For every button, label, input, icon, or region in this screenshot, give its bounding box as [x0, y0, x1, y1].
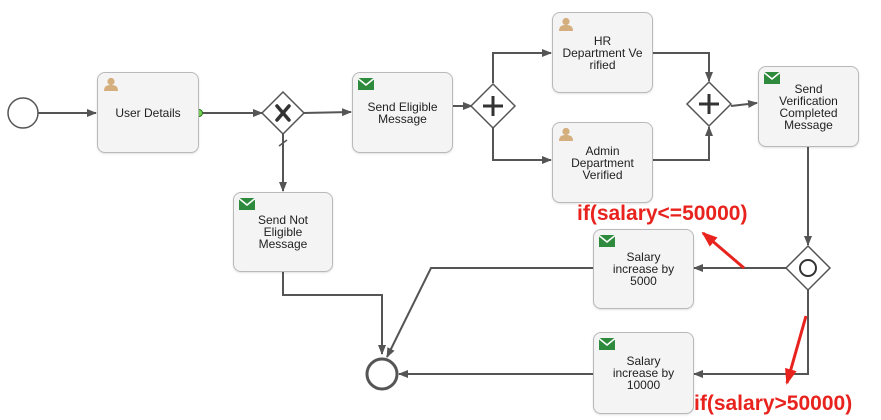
flow-join-to-send-verification[interactable] [730, 100, 758, 109]
circle-icon [799, 259, 817, 277]
user-icon [104, 77, 118, 91]
task-label: Send Verification Completed Message [779, 81, 838, 132]
annotation-arrow-high [785, 315, 808, 385]
flow-salary-gateway-to-10000[interactable] [693, 289, 809, 378]
flow-not-eligible-to-end[interactable] [282, 272, 386, 355]
default-flow-marker [278, 139, 288, 147]
task-send-not-eligible-message[interactable]: Send Not Eligible Message [233, 192, 333, 272]
task-user-details[interactable]: User Details [97, 72, 199, 153]
flow-gateway-to-send-eligible[interactable] [302, 108, 352, 117]
flow-split-to-admin[interactable] [492, 127, 552, 164]
task-label: Salary increase by 5000 [612, 250, 675, 288]
envelope-icon [764, 71, 780, 84]
flow-hr-to-join[interactable] [653, 52, 713, 82]
start-event[interactable] [7, 97, 39, 129]
flow-split-to-hr[interactable] [492, 49, 552, 83]
end-event[interactable] [365, 357, 399, 391]
task-hr-department-verified[interactable]: HR Department Ve rified [552, 12, 653, 93]
plus-icon [699, 94, 719, 114]
x-icon [275, 104, 291, 122]
task-label: Send Not Eligible Message [257, 213, 309, 251]
task-label: User Details [115, 105, 181, 120]
task-label: HR Department Ve rified [562, 33, 643, 72]
annotation-arrow-low [701, 231, 745, 270]
task-label: Admin Department Verified [571, 143, 634, 182]
task-send-verification-completed[interactable]: Send Verification Completed Message [758, 66, 859, 147]
envelope-icon [599, 234, 615, 247]
parallel-gateway-join[interactable] [685, 80, 733, 128]
task-salary-increase-10000[interactable]: Salary increase by 10000 [593, 332, 694, 414]
envelope-icon [599, 337, 615, 350]
user-icon [559, 17, 573, 31]
envelope-icon [239, 197, 255, 210]
annotation-condition-low: if(salary<=50000) [577, 202, 748, 225]
task-send-eligible-message[interactable]: Send Eligible Message [352, 72, 453, 153]
parallel-gateway-split[interactable] [469, 82, 517, 130]
annotation-condition-high: if(salary>50000) [694, 392, 853, 415]
task-label: Send Eligible Message [367, 99, 438, 126]
plus-icon [483, 96, 503, 116]
inclusive-gateway[interactable] [784, 244, 832, 292]
exclusive-gateway[interactable] [260, 90, 306, 136]
envelope-icon [358, 77, 374, 90]
task-label: Salary increase by 10000 [612, 354, 675, 392]
flow-admin-to-join[interactable] [653, 126, 713, 161]
user-icon [559, 127, 573, 141]
task-admin-department-verified[interactable]: Admin Department Verified [552, 122, 653, 203]
flow-salary-5000-to-end[interactable] [386, 267, 593, 358]
task-salary-increase-5000[interactable]: Salary increase by 5000 [593, 229, 694, 309]
